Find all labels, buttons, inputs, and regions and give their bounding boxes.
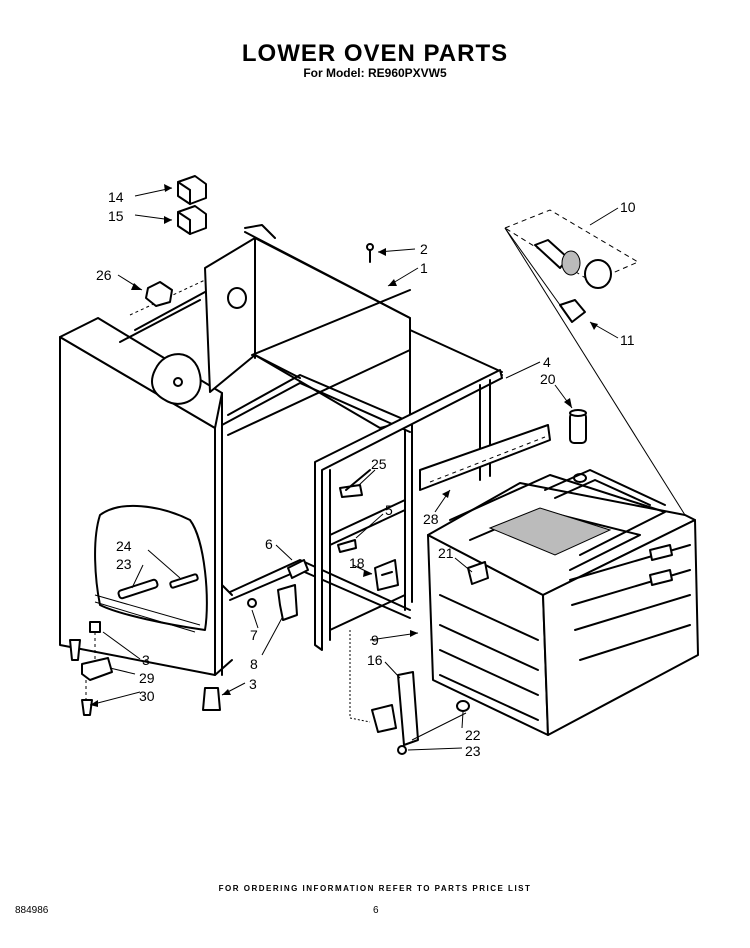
frame-front bbox=[314, 369, 503, 651]
part-3-screw-top bbox=[89, 621, 101, 633]
part-28-element bbox=[419, 424, 551, 491]
part-18-bracket bbox=[374, 559, 399, 591]
ordering-note: FOR ORDERING INFORMATION REFER TO PARTS … bbox=[218, 884, 532, 893]
part-26-clip bbox=[145, 281, 173, 307]
callout-4: 4 bbox=[543, 354, 551, 370]
part-11-bulb bbox=[559, 299, 586, 323]
callout-numbers: 14 15 26 2 1 10 11 4 20 25 5 28 6 18 21 … bbox=[96, 189, 636, 759]
callout-22: 23 bbox=[465, 743, 481, 759]
part-14-block bbox=[177, 175, 207, 205]
part-6-plug bbox=[287, 559, 309, 579]
part-19-cylinder bbox=[569, 412, 587, 444]
callout-18: 18 bbox=[349, 555, 365, 571]
callout-30: 30 bbox=[139, 688, 155, 704]
part-21-screw bbox=[456, 700, 470, 712]
lower-bracket-parts bbox=[349, 630, 470, 755]
callout-25: 25 bbox=[371, 456, 387, 472]
callout-24: 24 bbox=[116, 538, 132, 554]
callout-16: 16 bbox=[367, 652, 383, 668]
callout-28: 28 bbox=[423, 511, 439, 527]
light-ring bbox=[561, 250, 581, 276]
part-25-sensor bbox=[339, 484, 363, 498]
part-5-clip bbox=[337, 539, 357, 553]
part-22-nut bbox=[397, 745, 407, 755]
leveling-hardware bbox=[69, 573, 221, 716]
part-3-leg bbox=[202, 687, 221, 711]
callout-6: 6 bbox=[265, 536, 273, 552]
callout-3-upper: 3 bbox=[142, 652, 150, 668]
part-8-hinge bbox=[277, 584, 298, 621]
callout-20: 21 bbox=[438, 545, 454, 561]
part-20-block bbox=[467, 561, 489, 585]
document-number: 884986 bbox=[15, 905, 49, 916]
callout-29: 29 bbox=[139, 670, 155, 686]
callout-21: 22 bbox=[465, 727, 481, 743]
oven-liner bbox=[419, 409, 699, 736]
small-parts-top bbox=[145, 175, 374, 307]
liner-recess bbox=[488, 507, 612, 556]
part-16-bracket bbox=[397, 671, 419, 746]
callout-14: 14 bbox=[108, 189, 124, 205]
light-lens bbox=[584, 259, 612, 289]
callout-5: 5 bbox=[385, 502, 393, 518]
callout-23: 23 bbox=[116, 556, 132, 572]
callout-26: 26 bbox=[96, 267, 112, 283]
page-number: 6 bbox=[373, 905, 379, 916]
page-title: LOWER OVEN PARTS bbox=[241, 40, 509, 67]
cabinet-assembly bbox=[59, 224, 503, 676]
callout-3-lower: 3 bbox=[249, 676, 257, 692]
part-29-bracket bbox=[81, 657, 113, 681]
part-30-leveler bbox=[81, 699, 93, 716]
callout-9: 9 bbox=[371, 632, 379, 648]
part-23-spring bbox=[117, 578, 159, 600]
part-24-spring bbox=[169, 573, 199, 589]
callout-10: 10 bbox=[620, 199, 636, 215]
callout-1: 1 bbox=[420, 260, 428, 276]
callout-11: 11 bbox=[620, 332, 635, 348]
callout-19: 20 bbox=[540, 371, 556, 387]
light-assembly bbox=[503, 209, 686, 516]
callout-7: 7 bbox=[250, 627, 258, 643]
callout-8: 8 bbox=[250, 656, 258, 672]
model-subtitle: For Model: RE960PXVW5 bbox=[303, 66, 447, 80]
callout-15: 15 bbox=[108, 208, 124, 224]
leader-lines bbox=[89, 184, 619, 751]
back-panel-hole bbox=[227, 287, 247, 309]
callout-2: 2 bbox=[420, 241, 428, 257]
part-15-block bbox=[177, 205, 207, 235]
part-7-nut bbox=[247, 598, 257, 608]
panel-cutout bbox=[94, 504, 208, 631]
